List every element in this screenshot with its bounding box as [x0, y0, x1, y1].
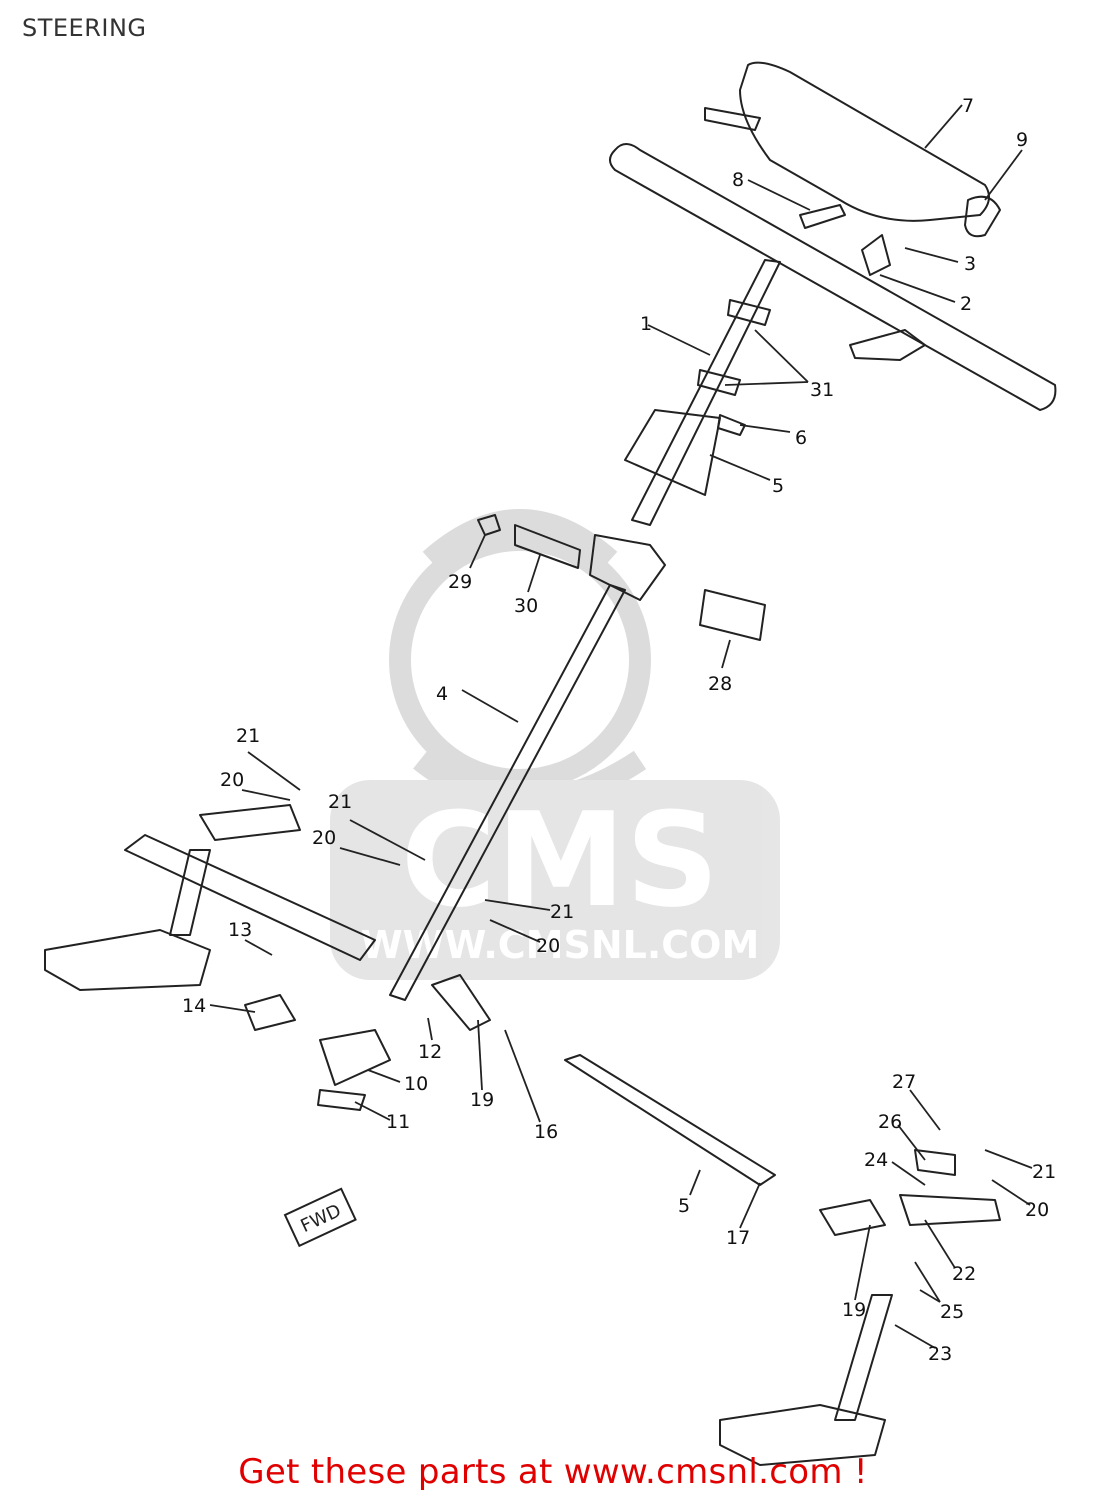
right-spindle: [719, 1404, 886, 1466]
left-kingpin: [169, 849, 211, 936]
left-spindle: [44, 929, 211, 991]
washer-plate: [317, 1089, 366, 1111]
watermark: CMS WWW.CMSNL.COM: [330, 509, 780, 980]
callout-27: 27: [892, 1071, 916, 1093]
lower-pitman-arm: [319, 1029, 391, 1086]
callout-25: 25: [940, 1301, 964, 1323]
parts-drawing: [44, 61, 1057, 1466]
callout-20-d: 20: [1025, 1199, 1049, 1221]
callout-20-c: 20: [536, 935, 560, 957]
callout-21-d: 21: [1032, 1161, 1056, 1183]
callout-6: 6: [795, 427, 807, 449]
joint-bolt: [477, 514, 501, 536]
fwd-stamp: FWD: [283, 1187, 357, 1248]
callout-2: 2: [960, 293, 972, 315]
cta-link[interactable]: Get these parts at www.cmsnl.com !: [238, 1452, 868, 1492]
callout-26: 26: [878, 1111, 902, 1133]
callout-7: 7: [962, 95, 974, 117]
callout-8: 8: [732, 169, 744, 191]
column-bracket: [624, 409, 721, 496]
lock-plate: [914, 1149, 956, 1176]
joint-arm: [514, 524, 581, 569]
callout-11: 11: [386, 1111, 410, 1133]
callout-22: 22: [952, 1263, 976, 1285]
watermark-mascot-icon: [389, 509, 651, 811]
callout-9: 9: [1016, 129, 1028, 151]
callout-13: 13: [228, 919, 252, 941]
callout-5-lower: 5: [678, 1195, 690, 1217]
callout-21-a: 21: [236, 725, 260, 747]
leader-lines: [209, 104, 1033, 1349]
callout-28: 28: [708, 673, 732, 695]
left-tie-rod: [124, 834, 376, 961]
right-knuckle-arm: [899, 1194, 1001, 1226]
callout-31: 31: [810, 379, 834, 401]
tie-rod-end: [431, 974, 491, 1031]
page-title: STEERING: [22, 14, 147, 42]
callout-5-upper: 5: [772, 475, 784, 497]
handlebar: [609, 143, 1057, 411]
steering-column-upper: [631, 259, 781, 526]
cover-clamp: [964, 195, 1001, 238]
clamp-bracket: [849, 329, 926, 361]
callout-12: 12: [418, 1041, 442, 1063]
column-bushing-top: [727, 299, 771, 326]
callout-23: 23: [928, 1343, 952, 1365]
callout-30: 30: [514, 595, 538, 617]
fwd-stamp-frame: [283, 1187, 357, 1248]
long-tie-rod: [564, 1054, 776, 1186]
callout-17: 17: [726, 1227, 750, 1249]
callout-21-b: 21: [328, 791, 352, 813]
right-tie-rod-end: [819, 1199, 886, 1236]
callout-labels: 1 2 3 4 5 5 6 7 8 9 10 11 12 13 14 16 17…: [182, 95, 1056, 1365]
left-knuckle-arm: [199, 804, 301, 841]
callout-4: 4: [436, 683, 448, 705]
callout-29: 29: [448, 571, 472, 593]
steering-shaft: [389, 584, 626, 1001]
column-bushing-mid: [697, 369, 741, 396]
callout-24: 24: [864, 1149, 888, 1171]
bracket-bolt: [717, 414, 746, 436]
callout-10: 10: [404, 1073, 428, 1095]
universal-joint: [589, 534, 666, 601]
callout-3: 3: [964, 253, 976, 275]
callout-19-right: 19: [842, 1299, 866, 1321]
joint-cover: [699, 589, 766, 641]
right-kingpin: [834, 1294, 893, 1421]
small-bracket: [244, 994, 296, 1031]
cover-lower-bracket: [799, 204, 846, 229]
callout-21-c: 21: [550, 901, 574, 923]
callout-14: 14: [182, 995, 206, 1017]
callout-20-a: 20: [220, 769, 244, 791]
grip-cap: [861, 234, 891, 276]
callout-16: 16: [534, 1121, 558, 1143]
callout-19-left: 19: [470, 1089, 494, 1111]
cover-bracket: [704, 107, 761, 131]
callout-1: 1: [640, 313, 652, 335]
callout-20-b: 20: [312, 827, 336, 849]
handlebar-cover: [739, 61, 990, 222]
